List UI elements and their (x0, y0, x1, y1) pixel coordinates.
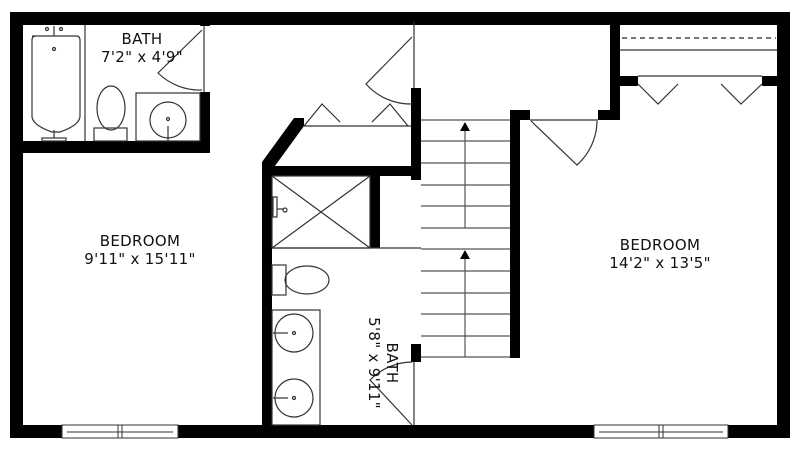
room-dimensions: 7'2" x 4'9" (101, 48, 183, 66)
room-label-bath1: BATH 7'2" x 4'9" (92, 30, 192, 66)
toilet-icon (271, 264, 330, 296)
sink-icon (149, 101, 187, 141)
toilet-icon (93, 85, 128, 142)
room-dimensions: 5'8" x 9'11" (365, 317, 383, 409)
room-label-bedroom2: BEDROOM 14'2" x 13'5" (560, 236, 760, 272)
thin-lines (84, 22, 777, 426)
room-dimensions: 14'2" x 13'5" (609, 254, 711, 272)
room-label-bedroom1: BEDROOM 9'11" x 15'11" (40, 232, 240, 268)
room-dimensions: 9'11" x 15'11" (84, 250, 196, 268)
bathtub-icon (31, 26, 81, 142)
room-name: BEDROOM (619, 236, 701, 254)
room-name: BATH (383, 342, 401, 384)
sink-icon (273, 313, 314, 353)
room-name: BEDROOM (99, 232, 181, 250)
room-label-bath2: BATH 5'8" x 9'11" (365, 298, 401, 428)
window-bedroom1 (61, 424, 179, 439)
walls (10, 12, 790, 438)
shower-valve-icon (272, 196, 288, 218)
sink-icon (273, 378, 314, 418)
stair-arrows (460, 122, 470, 259)
room-name: BATH (121, 30, 163, 48)
window-bedroom2 (593, 424, 729, 439)
